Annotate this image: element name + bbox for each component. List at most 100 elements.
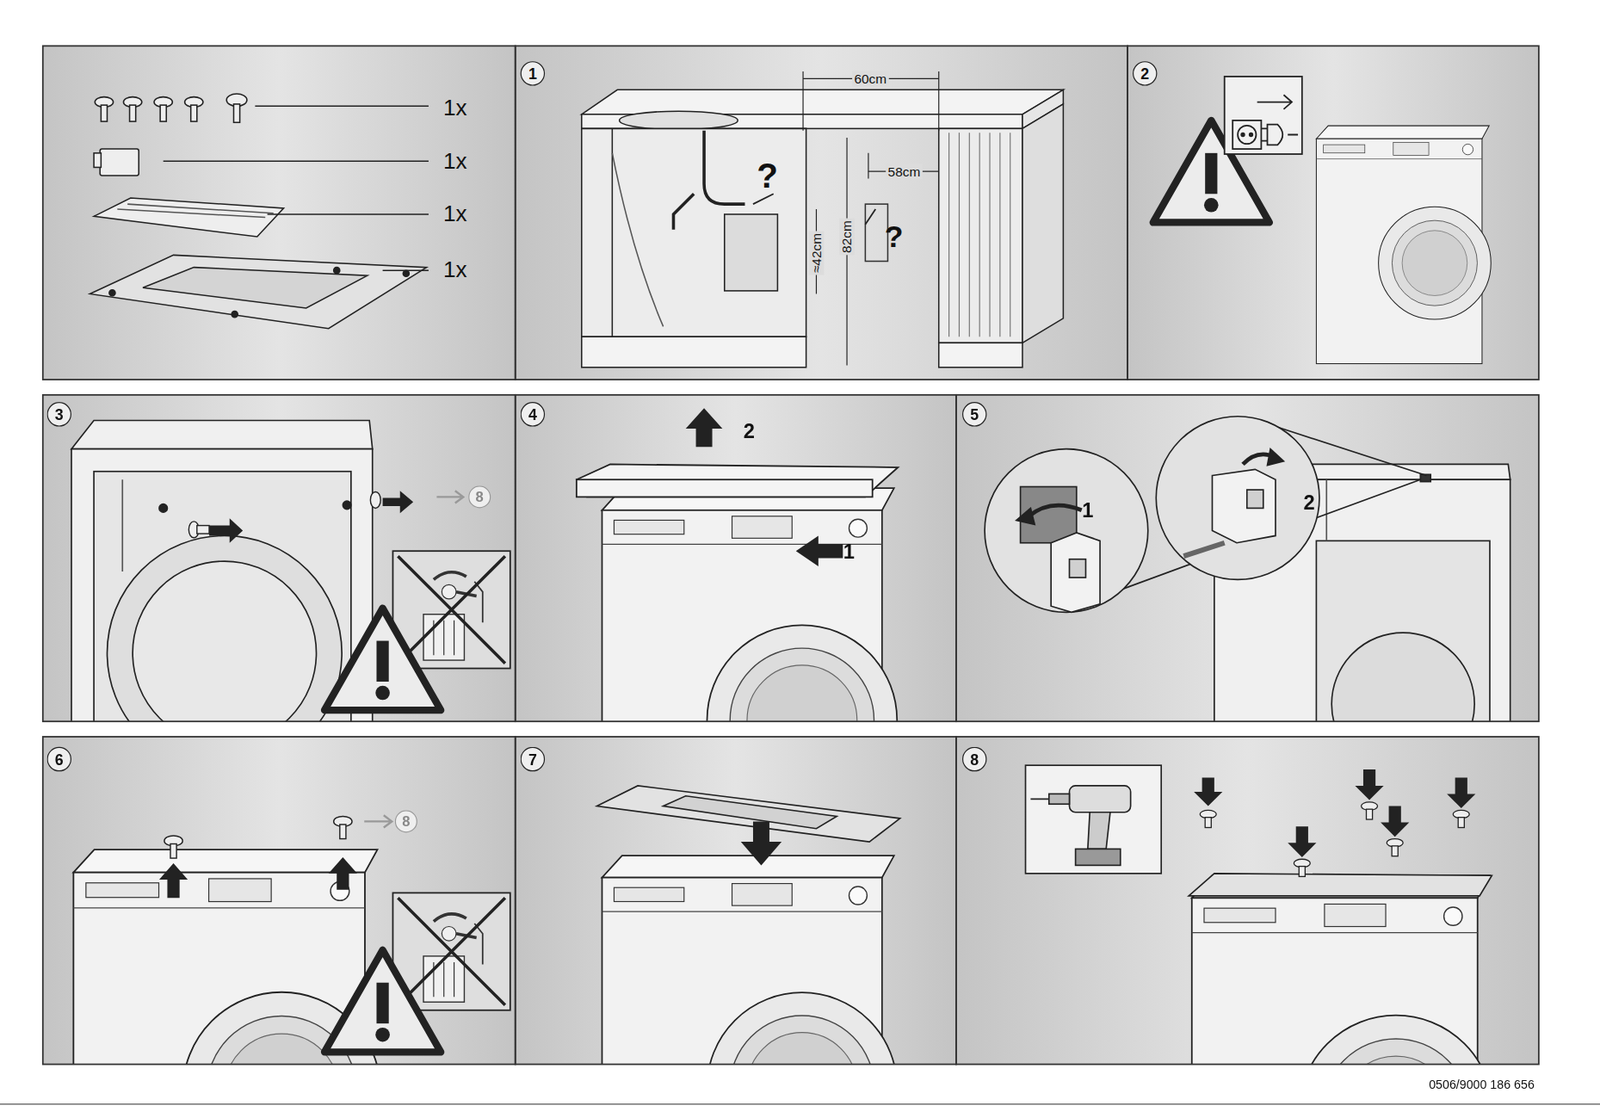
screw — [164, 815, 353, 859]
lid-removal — [576, 407, 898, 722]
magnifier — [984, 449, 1149, 613]
kitchen-niche — [969, 132, 970, 337]
screw — [1298, 866, 1305, 878]
base-plate — [663, 796, 838, 829]
panel-borders — [1127, 45, 1539, 380]
step-number-text: 2 — [1140, 64, 1150, 82]
dimension-line — [802, 71, 804, 131]
panel-borders — [43, 45, 516, 380]
plug-icon — [1232, 120, 1261, 149]
dimension-line — [803, 71, 939, 365]
panel-borders — [515, 45, 1128, 380]
document-number: 0506/9000 186 656 — [1428, 1078, 1535, 1091]
plate-placement — [601, 855, 897, 1065]
step-number-text: 8 — [969, 750, 979, 768]
step-number: 6 — [47, 747, 72, 772]
lift-arrow — [685, 407, 723, 447]
drill-icon — [1030, 797, 1049, 800]
screw-arrow — [209, 518, 243, 543]
screw — [197, 525, 210, 534]
kitchen-niche — [938, 342, 1023, 367]
kitchen-niche — [611, 153, 663, 328]
kitchen-niche — [581, 128, 807, 337]
kitchen-niche — [724, 214, 779, 291]
step-number-text: 8 — [475, 488, 484, 506]
step-number-text: 6 — [55, 750, 64, 768]
step-number-text: 8 — [401, 813, 410, 830]
magnifier — [1183, 543, 1224, 556]
washing-machine-rear — [71, 420, 373, 449]
base-plate — [597, 785, 901, 842]
screw — [370, 491, 381, 508]
kitchen-niche — [753, 193, 774, 204]
parts-list — [89, 93, 429, 329]
quantity-label: 1x — [443, 149, 468, 173]
callout-number: 2 — [1303, 491, 1316, 513]
dimension-label: 60cm — [852, 70, 889, 87]
washing-machine-rear — [71, 420, 373, 722]
callout-number: 2 — [743, 420, 755, 441]
clip-insert — [1214, 463, 1511, 722]
leader-line — [383, 269, 429, 272]
quantity-label: 1x — [443, 97, 468, 120]
kitchen-niche — [581, 336, 807, 368]
kitchen-niche — [611, 128, 614, 337]
rear-screws — [71, 420, 511, 722]
plate-fixing — [1192, 875, 1494, 1064]
kitchen-niche — [619, 111, 739, 130]
step-number: 7 — [520, 747, 545, 772]
plug-icon — [1267, 124, 1284, 146]
plug-icon — [1241, 133, 1245, 137]
drill-icon — [1025, 765, 1162, 874]
cover-lid — [576, 463, 898, 497]
base-plate — [402, 270, 409, 277]
washing-machine-rear — [342, 500, 351, 509]
panel-borders — [515, 395, 957, 722]
step-number: 5 — [962, 401, 987, 427]
down-arrow — [1287, 826, 1316, 858]
washing-machine-rear — [106, 535, 342, 722]
washing-machine — [1315, 125, 1491, 364]
down-arrow — [1380, 806, 1409, 838]
rear-screws — [324, 608, 441, 711]
panel-borders — [43, 736, 516, 1065]
base-plate — [1188, 873, 1492, 896]
kitchen-niche — [938, 128, 1023, 343]
step-number: 2 — [1132, 61, 1157, 86]
panel-backgrounds — [1127, 45, 1539, 380]
mat-part — [117, 209, 266, 217]
step-number: 8 — [468, 485, 491, 508]
clip-insert — [1331, 632, 1475, 722]
callout-number: 1 — [843, 540, 855, 562]
step-number: 4 — [520, 401, 545, 427]
kitchen-niche — [864, 203, 888, 261]
question-mark: ? — [756, 158, 779, 193]
drill-icon — [1049, 793, 1070, 804]
magnifier — [1267, 449, 1285, 466]
dimension-label: 58cm — [885, 163, 922, 180]
panel-backgrounds — [515, 45, 1128, 380]
kitchen-niche — [958, 132, 960, 337]
reference-arrow — [364, 815, 392, 828]
leader-line — [267, 213, 429, 216]
plug-icon — [1224, 76, 1303, 155]
cover-lid — [576, 479, 873, 497]
footer-rule — [0, 1103, 1600, 1105]
screw — [1204, 817, 1211, 828]
lift-arrow — [159, 857, 358, 898]
drill-icon — [1025, 765, 1162, 874]
magnifier — [1247, 489, 1264, 508]
leader-line — [254, 105, 429, 108]
magnifier — [1028, 505, 1082, 517]
screw-set — [234, 104, 241, 123]
lid-removal — [601, 488, 897, 722]
screw — [170, 843, 177, 859]
screw — [188, 491, 381, 538]
dimension-line — [938, 71, 939, 131]
washing-machine-rear — [132, 561, 316, 722]
base-plate — [1188, 873, 1492, 896]
down-arrow — [741, 821, 782, 865]
panel-borders — [956, 395, 1539, 722]
